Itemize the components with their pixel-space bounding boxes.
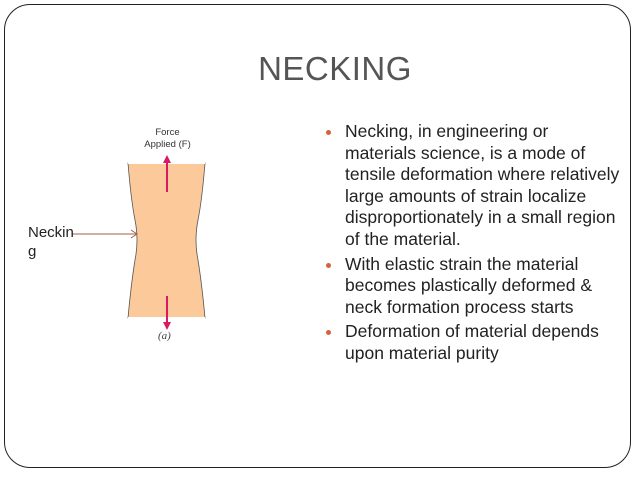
bullet-text: Necking, in engineering or materials sci… [345,121,620,249]
figure-caption: (a) [158,330,171,342]
force-label-line1: Force [155,127,180,138]
bullet-item: With elastic strain the material becomes… [323,254,623,319]
bullet-dot-icon [326,262,331,268]
bullet-text: With elastic strain the material becomes… [345,253,593,317]
force-arrow-up-icon [163,155,171,192]
necking-label-line1: Neckin [28,224,74,241]
necking-label-line2: g [28,243,37,260]
bullet-item: Necking, in engineering or materials sci… [323,121,623,251]
necking-label: Neckin g [28,223,74,261]
bullet-text: Deformation of material depends upon mat… [345,321,599,363]
slide-frame [4,4,631,468]
slide-title: NECKING [258,50,412,87]
bullet-list: Necking, in engineering or materials sci… [323,121,623,368]
force-label: Force Applied (F) [130,127,205,151]
bullet-dot-icon [326,330,331,336]
force-label-line2: Applied (F) [144,139,191,150]
force-arrow-down-icon [163,296,171,330]
bullet-dot-icon [326,130,331,135]
necking-pointer-arrow-icon [72,229,138,239]
bullet-item: Deformation of material depends upon mat… [323,321,623,364]
